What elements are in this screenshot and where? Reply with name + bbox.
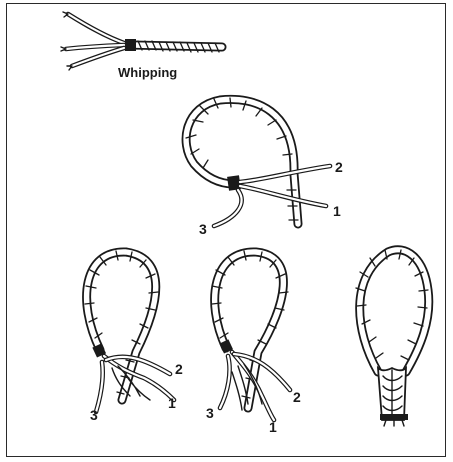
strand-label-2: 2 [293,389,301,405]
strand-label-1: 1 [269,419,277,435]
rope-body [132,41,222,52]
splice-tucks [378,368,406,420]
strand-label-3: 3 [90,407,98,423]
unlaid-strands [61,12,124,70]
strand-label-3: 3 [206,405,214,421]
strand-label-2: 2 [335,159,343,175]
tucked-strands [220,352,290,420]
strand-label-1: 1 [333,203,341,219]
whipping-band [125,39,136,51]
strand-label-1: 1 [168,395,176,411]
finished-eye-splice [356,250,429,426]
whipping-label: Whipping [118,65,177,80]
splice-step-2: 2 1 3 [85,251,183,423]
unlaid-strands [214,166,330,226]
strand-label-3: 3 [199,221,207,237]
strand-label-2: 2 [175,361,183,377]
splice-step-3: 2 1 3 [206,251,301,435]
whipped-rope-end [61,12,222,70]
splice-step-1: 2 1 3 [186,98,343,237]
whipping-band [380,414,408,420]
